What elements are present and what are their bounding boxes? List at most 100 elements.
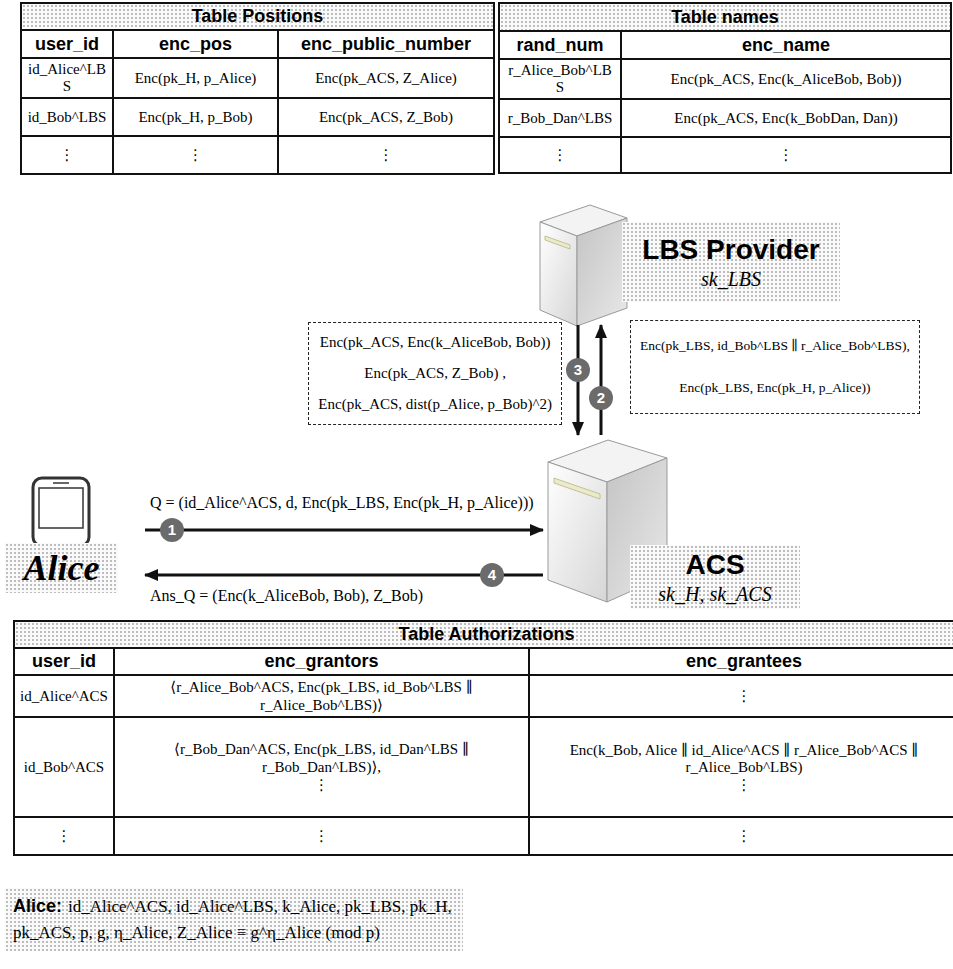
table-cell: Enc(pk_ACS, Z_Bob) bbox=[278, 98, 494, 136]
table-cell-text: r_Bob_Dan^LBS bbox=[504, 110, 616, 127]
table-cell-text: ⋮ bbox=[118, 146, 273, 164]
column-header: enc_pos bbox=[118, 34, 273, 55]
message-label: Ans_Q = (Enc(k_AliceBob, Bob), Z_Bob) bbox=[150, 587, 423, 605]
data-table: Table Authorizations user_id enc_grantors e… bbox=[13, 620, 953, 856]
phone-body bbox=[33, 478, 89, 546]
table-cell: Enc(k_Bob, Alice ∥ id_Alice^ACS ∥ r_Alic… bbox=[529, 717, 953, 817]
table-cell-text: id_Bob^ACS bbox=[19, 759, 109, 776]
label-panel: LBS Providersk_LBS bbox=[622, 222, 840, 302]
column-header: enc_public_number bbox=[283, 34, 489, 55]
table-cell-text: id_Alice^ACS bbox=[19, 688, 109, 705]
table-cell: enc_grantees bbox=[529, 648, 953, 675]
table-cell: id_Bob^ACS bbox=[14, 717, 114, 817]
label-panel: ACSsk_H, sk_ACS bbox=[630, 545, 800, 609]
table-cell: Enc(pk_H, p_Bob) bbox=[113, 98, 278, 136]
table-grid: Table Authorizations user_id enc_grantors e… bbox=[13, 620, 953, 856]
table-cell: ⋮ bbox=[529, 675, 953, 717]
table-cell: Table names bbox=[499, 3, 951, 31]
callout-number: 3 bbox=[566, 358, 590, 382]
table-cell-text: ⋮ bbox=[534, 687, 953, 705]
server-node: LBS Providersk_LBS bbox=[540, 195, 845, 325]
server-front bbox=[540, 222, 577, 326]
phone-speaker bbox=[53, 482, 69, 484]
table-cell-text: ⟨r_Bob_Dan^ACS, Enc(pk_LBS, id_Dan^LBS ∥… bbox=[119, 740, 524, 776]
column-header: enc_name bbox=[626, 35, 946, 56]
table-cell: ⟨r_Bob_Dan^ACS, Enc(pk_LBS, id_Dan^LBS ∥… bbox=[114, 717, 529, 817]
table-cell: rand_num bbox=[499, 31, 621, 59]
table-cell: ⋮ bbox=[114, 817, 529, 855]
knowledge-box: Alice:id_Alice^ACS, id_Alice^LBS, k_Alic… bbox=[5, 888, 463, 951]
message-box: Enc(pk_LBS, id_Bob^LBS ∥ r_Alice_Bob^LBS… bbox=[630, 320, 920, 414]
node-text: sk_LBS bbox=[701, 268, 761, 291]
table-grid: Table names rand_num enc_name r_Alice_Bob^L… bbox=[498, 2, 952, 174]
label-panel: Alice bbox=[5, 543, 118, 593]
message-label: Q = (id_Alice^ACS, d, Enc(pk_LBS, Enc(pk… bbox=[150, 494, 534, 512]
table-cell-text: ⋮ bbox=[534, 776, 953, 794]
column-header: rand_num bbox=[504, 35, 616, 56]
node-text: sk_H, sk_ACS bbox=[658, 583, 771, 606]
table-cell-text: Enc(pk_H, p_Bob) bbox=[118, 109, 273, 126]
table-title: Table names bbox=[504, 7, 946, 28]
table-cell: enc_grantors bbox=[114, 648, 529, 675]
table-cell-text: id_Bob^LBS bbox=[26, 109, 108, 126]
table-cell: r_Bob_Dan^LBS bbox=[499, 99, 621, 137]
phone-icon bbox=[33, 478, 89, 546]
node-text: Enc(pk_ACS, dist(p_Alice, p_Bob)^2) bbox=[318, 389, 552, 420]
server-front bbox=[548, 462, 607, 602]
table-cell: ⋮ bbox=[621, 137, 951, 173]
table-cell: Table Positions bbox=[21, 3, 494, 30]
table-cell: id_Alice^LBS bbox=[21, 58, 113, 98]
server-slot bbox=[554, 478, 600, 499]
server-node: ACSsk_H, sk_ACS bbox=[543, 435, 805, 612]
table-cell: Enc(pk_H, p_Alice) bbox=[113, 58, 278, 98]
table-cell: ⋮ bbox=[14, 817, 114, 855]
server-slot bbox=[545, 236, 570, 249]
table-cell-text: r_Alice_Bob^LBS bbox=[504, 62, 616, 96]
node-title: Alice: bbox=[13, 896, 62, 916]
server-icon bbox=[540, 205, 627, 326]
table-cell: enc_public_number bbox=[278, 30, 494, 58]
table-cell: ⋮ bbox=[529, 817, 953, 855]
node-title: ACS bbox=[685, 549, 744, 581]
data-table: Table names rand_num enc_name r_Alice_Bob^L… bbox=[498, 2, 950, 174]
table-cell-text: ⋮ bbox=[534, 827, 953, 845]
table-cell: ⋮ bbox=[21, 136, 113, 174]
column-header: enc_grantors bbox=[119, 651, 524, 672]
table-cell: Table Authorizations bbox=[14, 621, 953, 648]
table-cell: id_Alice^ACS bbox=[14, 675, 114, 717]
column-header: user_id bbox=[19, 651, 109, 672]
table-cell-text: ⋮ bbox=[626, 146, 946, 164]
node-title: LBS Provider bbox=[642, 234, 819, 266]
table-cell-text: ⋮ bbox=[283, 146, 489, 164]
node-title: Enc(pk_LBS, id_Bob^LBS ∥ r_Alice_Bob^LBS… bbox=[640, 325, 910, 367]
table-cell-text: Enc(pk_H, p_Alice) bbox=[118, 70, 273, 87]
table-cell-text: Enc(pk_ACS, Z_Alice) bbox=[283, 70, 489, 87]
node-text: id_Alice^ACS, id_Alice^LBS, k_Alice, pk_… bbox=[13, 897, 452, 942]
table-cell-text: id_Alice^LBS bbox=[26, 61, 108, 95]
table-cell: Enc(pk_ACS, Enc(k_AliceBob, Bob)) bbox=[621, 59, 951, 99]
node-text: Enc(pk_LBS, Enc(pk_H, p_Alice)) bbox=[640, 367, 910, 409]
table-cell-text: Enc(k_Bob, Alice ∥ id_Alice^ACS ∥ r_Alic… bbox=[534, 741, 953, 776]
table-cell: enc_pos bbox=[113, 30, 278, 58]
callout-number: 1 bbox=[160, 518, 184, 542]
node-title: Alice bbox=[24, 547, 100, 589]
table-cell: enc_name bbox=[621, 31, 951, 59]
table-cell: ⟨r_Alice_Bob^ACS, Enc(pk_LBS, id_Bob^LBS… bbox=[114, 675, 529, 717]
table-cell: Enc(pk_ACS, Enc(k_BobDan, Dan)) bbox=[621, 99, 951, 137]
column-header: enc_grantees bbox=[534, 651, 953, 672]
callout-number: 2 bbox=[589, 386, 613, 410]
phone-screen bbox=[39, 488, 83, 528]
client-node: Alice bbox=[5, 475, 145, 595]
table-cell-text: Enc(pk_ACS, Enc(k_AliceBob, Bob)) bbox=[626, 71, 946, 88]
table-cell-text: Enc(pk_ACS, Z_Bob) bbox=[283, 109, 489, 126]
table-title: Table Authorizations bbox=[19, 624, 953, 645]
table-title: Table Positions bbox=[26, 6, 489, 27]
table-cell: ⋮ bbox=[113, 136, 278, 174]
table-cell: user_id bbox=[14, 648, 114, 675]
table-cell-text: ⋮ bbox=[119, 827, 524, 845]
node-title: Enc(pk_ACS, Enc(k_AliceBob, Bob)) bbox=[318, 327, 552, 358]
table-cell: Enc(pk_ACS, Z_Alice) bbox=[278, 58, 494, 98]
table-cell-text: ⋮ bbox=[119, 776, 524, 794]
table-cell-text: ⋮ bbox=[504, 146, 616, 164]
table-cell-text: Enc(pk_ACS, Enc(k_BobDan, Dan)) bbox=[626, 110, 946, 127]
